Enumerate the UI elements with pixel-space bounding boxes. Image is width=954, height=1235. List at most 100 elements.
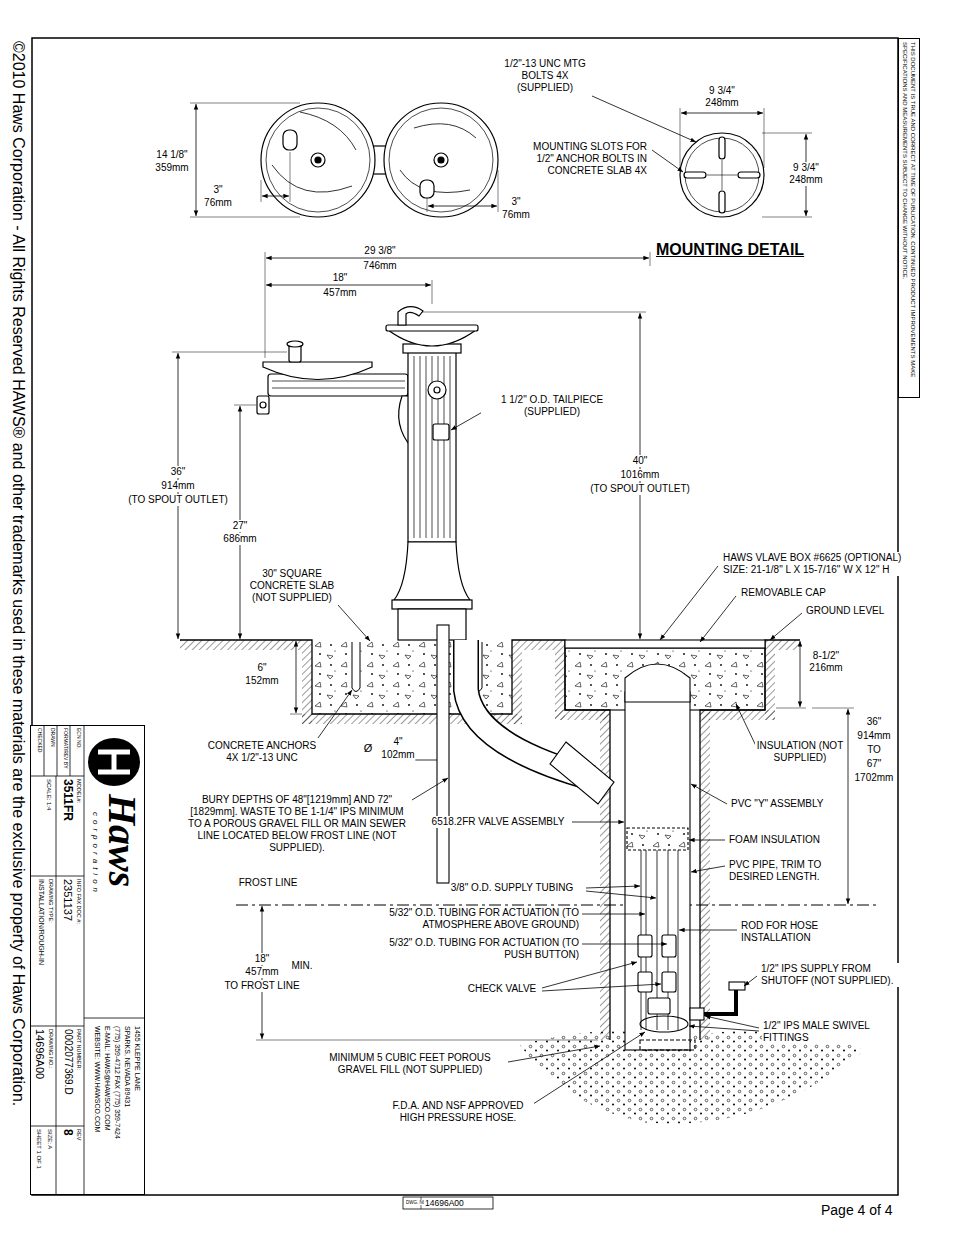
piping: [437, 625, 745, 1050]
piping: [550, 742, 614, 804]
dimension-label: TO: [866, 744, 882, 756]
dimension-line: [428, 206, 497, 207]
dimension-label: 359mm: [154, 162, 189, 174]
dimension-label: 18": [254, 953, 271, 965]
dimension-label: 29 3/8": [363, 245, 396, 257]
dimension-label: 216mm: [808, 662, 843, 674]
dimension-line: [290, 152, 291, 202]
dimension-label: 14 1/8": [155, 149, 188, 161]
leader-line: [318, 690, 352, 738]
callout-label: MINIMUM 5 CUBIC FEET POROUS GRAVEL FILL …: [314, 1052, 506, 1076]
fountain-top-view: [400, 170, 470, 193]
dimension-line: [172, 352, 287, 353]
dimension-label: 9 3/4": [708, 85, 736, 97]
leader-line: [691, 866, 725, 872]
dimension-line: [650, 252, 651, 266]
fountain-top-view: [414, 124, 476, 138]
callout-label: GROUND LEVEL: [805, 605, 885, 617]
dimension-label: 248mm: [704, 97, 739, 109]
leader-line: [451, 410, 486, 430]
fountain-top-view: [434, 153, 448, 167]
leader-line: [689, 1026, 759, 1031]
dimension-label: TO FROST LINE: [223, 980, 300, 992]
leader-line: [542, 984, 661, 991]
drawing-number: 14696A00: [424, 1198, 465, 1208]
grid-line: [56, 776, 57, 1194]
dimension-label: 3": [212, 184, 223, 196]
dimension-label: 102mm: [380, 749, 415, 761]
callout-label: PVC PIPE, TRIM TO DESIRED LENGTH.: [728, 859, 838, 883]
soil-hatching: [765, 640, 775, 720]
disclaimer-box: THIS DOCUMENT IS TRUE AND CORRECT AT TIM…: [898, 38, 920, 398]
dimension-line: [266, 285, 431, 286]
callout-label: FROST LINE: [238, 877, 299, 889]
dimension-label: 152mm: [244, 675, 279, 687]
dimension-label: 914mm: [856, 730, 891, 742]
leader-line: [700, 596, 736, 642]
title-block-text: 2351137: [61, 879, 74, 1023]
fountain-side-view: [414, 356, 450, 538]
fountain-side-view: [263, 362, 372, 380]
leader-line: [338, 605, 370, 641]
title-block-text: DRAWING TYPE:: [48, 879, 54, 1023]
mounting-detail: [685, 138, 759, 212]
copyright-note: ©2010 Haws Corporation - All Rights Rese…: [9, 40, 28, 1197]
soil-hatching: [555, 640, 565, 720]
title-block-text: CHECKED: [36, 728, 42, 774]
page-number: Page 4 of 4: [820, 1202, 894, 1219]
title-block-text: PART NUMBER:: [76, 1029, 82, 1123]
callout-label: 1/2"-13 UNC MTG BOLTS 4X (SUPPLIED): [503, 58, 587, 94]
valve-box: [565, 640, 765, 648]
callout-label: 3/8" O.D. SUPPLY TUBING: [450, 882, 574, 894]
grid-line: [84, 1018, 144, 1019]
fountain-top-view: [311, 153, 325, 167]
dimension-line: [848, 709, 849, 904]
leader-line: [586, 886, 640, 888]
title-block-text: THIS DOCUMENT IS TRUE AND CORRECT AT TIM…: [901, 42, 916, 394]
callout-label: F.D.A. AND NSF APPROVED HIGH PRESSURE HO…: [382, 1100, 534, 1124]
valve-box: [565, 648, 765, 710]
dimension-label: 76mm: [501, 209, 531, 221]
dimension-label: 457mm: [244, 966, 279, 978]
leader-line: [689, 840, 725, 841]
fountain-side-view: [398, 307, 423, 325]
title-block-text: DRAWN: [49, 728, 55, 774]
dimension-label: (TO SPOUT OUTLET): [127, 494, 229, 506]
callout-label: REMOVABLE CAP: [740, 587, 827, 599]
dimension-line: [764, 108, 765, 168]
title-block-text: 0002077369.D: [63, 1029, 75, 1123]
piping: [638, 972, 652, 992]
callout-label: PVC "Y" ASSEMBLY: [730, 798, 825, 810]
title-block-grid: [31, 726, 144, 1194]
dimension-line: [414, 312, 646, 313]
title-block-text: E-MAIL: HAWS@HAWSCO.COM: [103, 1026, 111, 1192]
grid-line: [31, 1026, 84, 1027]
grid-line: [84, 726, 85, 1194]
soil-hatching: [700, 710, 710, 1040]
leader-line: [592, 96, 696, 142]
callout-label: ROD FOR HOSE INSTALLATION: [740, 920, 834, 944]
title-block-text: INFO FAX DOC #:: [76, 879, 82, 1023]
dimension-label: 76mm: [203, 197, 233, 209]
fountain-side-view: [394, 542, 470, 600]
fountain-side-view: [272, 381, 405, 388]
dimension-label: 8-1/2": [812, 650, 840, 662]
piping: [437, 625, 449, 883]
dimension-line: [266, 258, 649, 259]
dimension-line: [234, 405, 256, 406]
excavation-outline: [180, 640, 610, 1040]
dimension-line: [680, 108, 681, 168]
dimension-label: 3": [510, 196, 521, 208]
title-block-text: INSTALLATION/ROUGH-IN: [37, 879, 45, 1023]
dimension-line: [812, 708, 854, 709]
valve-box: [565, 640, 765, 710]
grid-line: [31, 776, 84, 777]
leader-line: [660, 566, 718, 640]
title-block-text: corporation: [91, 812, 100, 1012]
fountain-side-view: [260, 402, 266, 408]
callout-label: INSULATION (NOT SUPPLIED): [755, 740, 845, 764]
grid-line: [70, 726, 71, 776]
title-block-text: REV: [76, 1129, 82, 1191]
callout-label: 1/2" IPS MALE SWIVEL FITTINGS: [762, 1020, 872, 1044]
